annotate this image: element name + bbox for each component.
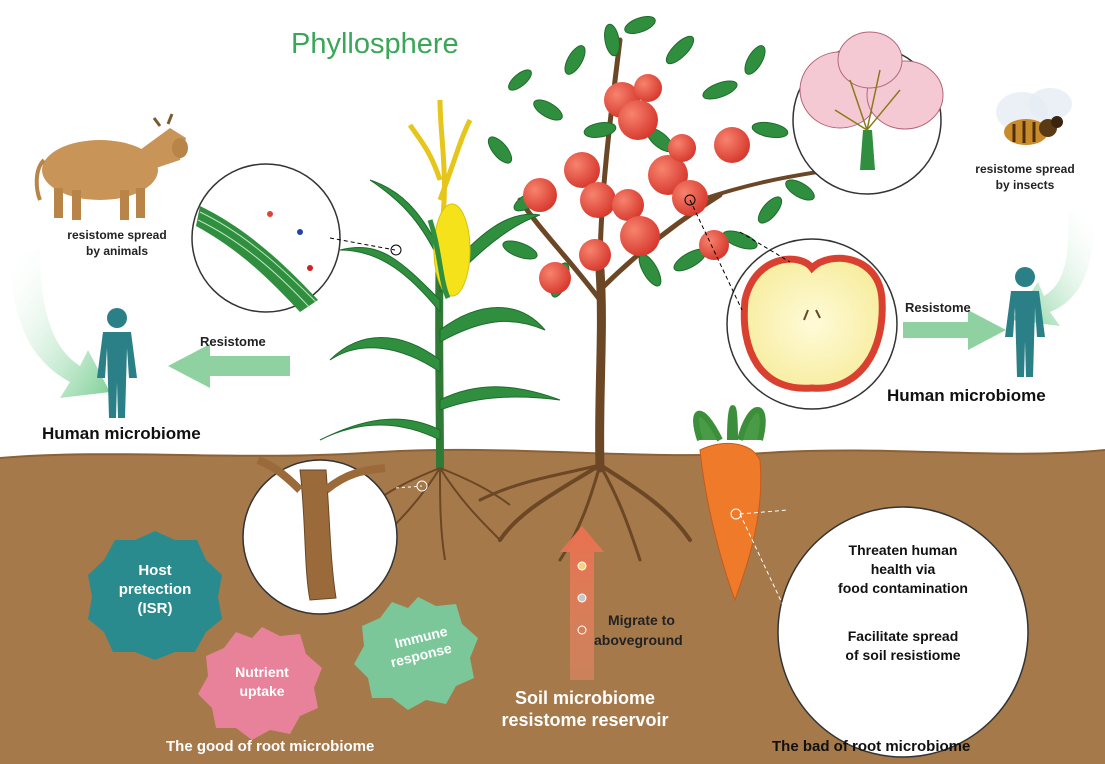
animal-spread-arrow — [10, 250, 110, 398]
apples — [523, 74, 750, 294]
soil-reservoir-line-2: resistome reservoir — [490, 710, 680, 731]
resistome-label-left: Resistome — [200, 334, 266, 349]
human-microbiome-left: Human microbiome — [42, 424, 201, 444]
threaten-line-1: Threaten human — [803, 542, 1003, 558]
animal-spread-label-2: by animals — [52, 244, 182, 258]
bee-icon — [996, 88, 1072, 145]
phyllosphere-title: Phyllosphere — [291, 28, 459, 61]
host-protection-line-1: Host — [115, 562, 195, 579]
migrate-line-2: aboveground — [594, 632, 683, 648]
cow-icon — [37, 114, 188, 220]
resistome-arrow-right — [903, 310, 1006, 350]
facilitate-line-1: Facilitate spread — [803, 628, 1003, 644]
human-microbiome-right: Human microbiome — [887, 386, 1046, 406]
nutrient-line-1: Nutrient — [222, 664, 302, 680]
soil-reservoir-line-1: Soil microbiome — [490, 688, 680, 709]
leaf-zoom-circle — [192, 164, 401, 312]
human-figure-right — [1005, 267, 1045, 377]
nutrient-line-2: uptake — [222, 683, 302, 699]
bad-root-microbiome-caption: The bad of root microbiome — [772, 738, 970, 755]
animal-spread-label-1: resistome spread — [52, 228, 182, 242]
flower-zoom-circle — [793, 32, 943, 194]
migrate-line-1: Migrate to — [608, 612, 675, 628]
corn-plant — [320, 100, 560, 470]
facilitate-line-2: of soil resistiome — [803, 647, 1003, 663]
resistome-label-right: Resistome — [905, 300, 971, 315]
insect-spread-label-2: by insects — [960, 178, 1090, 192]
threaten-line-3: food contamination — [803, 580, 1003, 596]
insect-spread-label-1: resistome spread — [960, 162, 1090, 176]
human-figure-left — [97, 308, 137, 418]
host-protection-line-3: (ISR) — [115, 600, 195, 617]
threaten-line-2: health via — [803, 561, 1003, 577]
apple-zoom-circle — [685, 195, 897, 409]
resistome-arrow-left — [168, 344, 290, 388]
host-protection-line-2: pretection — [110, 581, 200, 598]
good-root-microbiome-caption: The good of root microbiome — [166, 738, 374, 755]
